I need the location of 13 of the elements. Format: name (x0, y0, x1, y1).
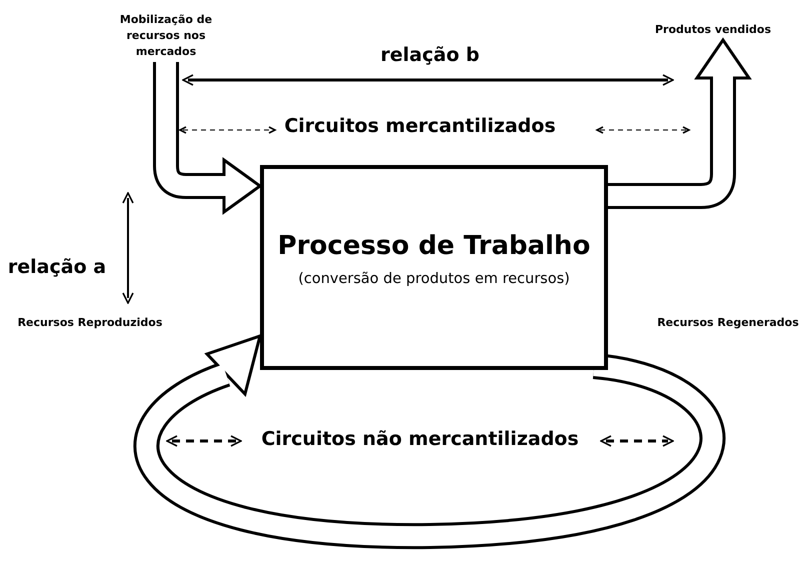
hollow-arrow (153, 62, 263, 215)
relation-label: relação a (6, 256, 108, 278)
resource-label: Recursos Reproduzidos (16, 316, 164, 329)
hollow-arrow (134, 334, 724, 549)
process-title: Processo de Trabalho (276, 231, 592, 261)
node-label: Produtos vendidos (638, 22, 788, 38)
node-label: Mobilização de recursos nos mercados (96, 12, 236, 60)
circuit-label: Circuitos mercantilizados (283, 115, 557, 137)
process-box (260, 165, 608, 370)
relation-label: relação b (380, 44, 480, 66)
process-subtitle: (conversão de produtos em recursos) (297, 271, 571, 287)
resource-label: Recursos Regenerados (656, 316, 800, 329)
circuit-label: Circuitos não mercantilizados (260, 428, 580, 450)
